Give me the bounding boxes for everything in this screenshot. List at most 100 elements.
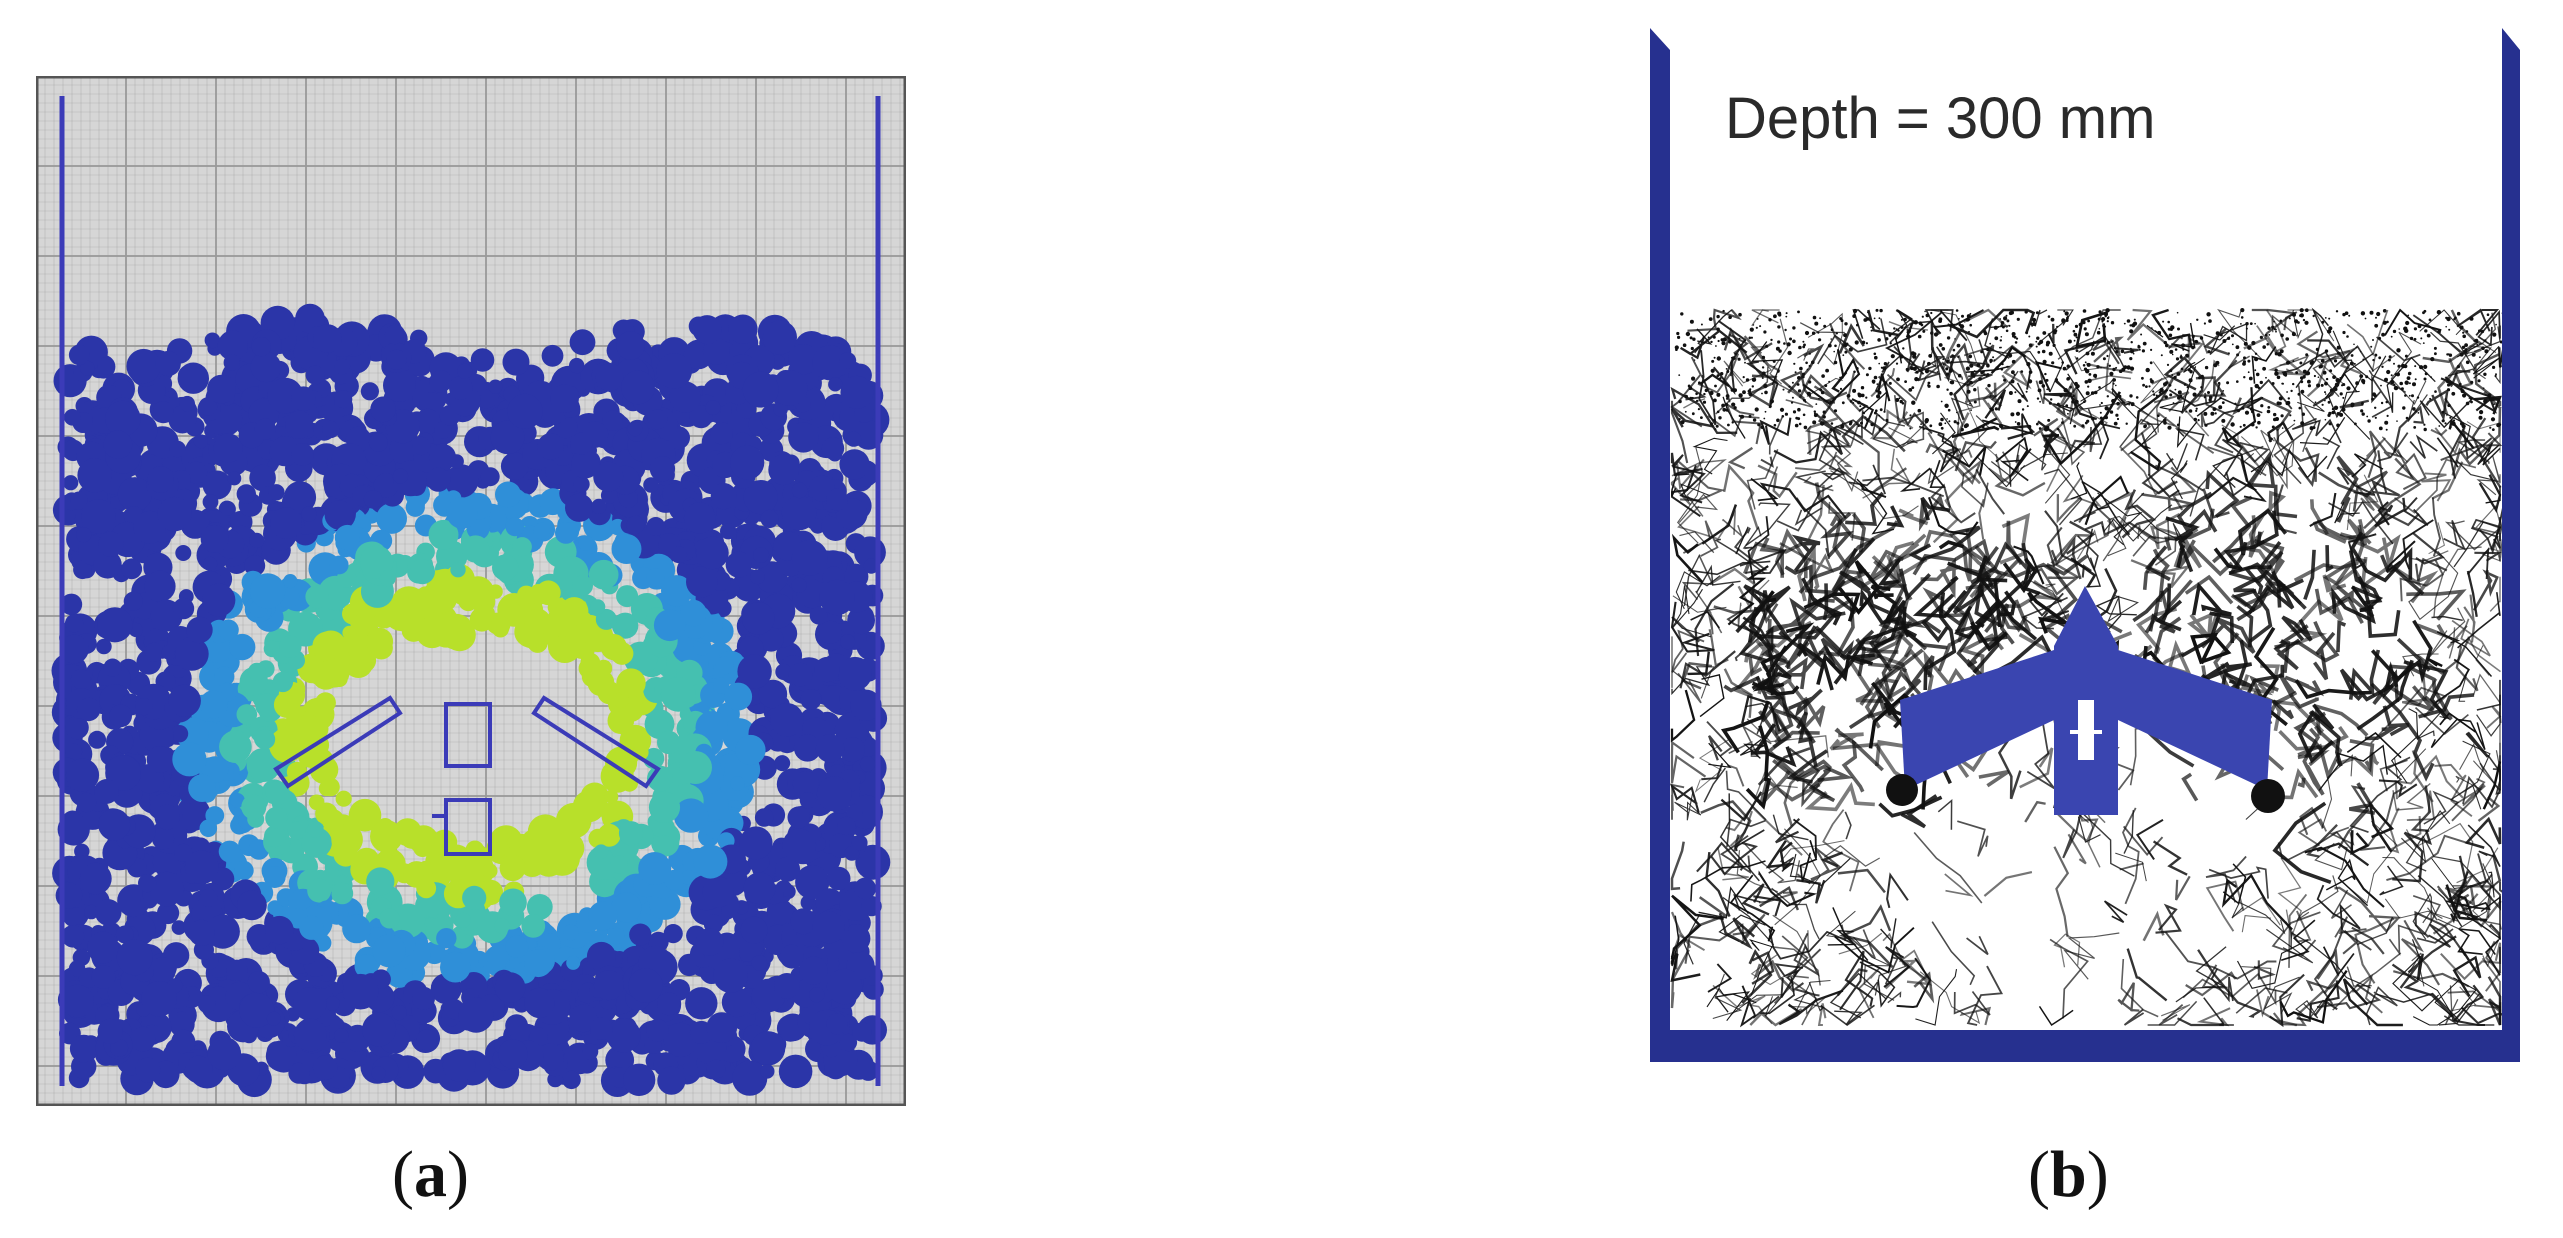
force-chain xyxy=(2236,939,2309,989)
force-chain xyxy=(1768,928,1856,960)
force-chain xyxy=(1708,742,1732,769)
particle xyxy=(458,997,494,1033)
force-chain xyxy=(2230,589,2276,607)
force-chain xyxy=(1893,345,1942,382)
speck xyxy=(2412,382,2416,387)
speck xyxy=(1716,374,1720,377)
speck xyxy=(1968,354,1973,359)
speck xyxy=(2050,317,2055,322)
particle xyxy=(213,433,243,463)
speck xyxy=(2061,421,2064,424)
force-chain xyxy=(1768,856,1795,874)
force-chain xyxy=(1694,738,1730,793)
force-chain xyxy=(2485,854,2506,895)
force-chain xyxy=(2182,359,2220,437)
particle xyxy=(839,737,865,763)
particle xyxy=(758,679,788,709)
particle xyxy=(147,466,174,493)
speck xyxy=(1768,404,1772,408)
force-chain xyxy=(2377,501,2390,526)
force-chain xyxy=(2290,931,2371,989)
speck xyxy=(2337,351,2341,355)
force-chain xyxy=(1881,634,1921,700)
particle xyxy=(616,331,645,360)
speck xyxy=(1927,367,1930,370)
force-chain xyxy=(2322,946,2355,977)
speck xyxy=(2203,411,2208,416)
speck xyxy=(2073,424,2077,428)
force-chain xyxy=(1831,371,1848,393)
speck xyxy=(2036,397,2040,400)
force-chain xyxy=(1829,579,1857,615)
particle xyxy=(283,481,317,514)
speck xyxy=(1917,408,1922,413)
force-chain xyxy=(2121,489,2157,539)
speck xyxy=(1906,334,1911,339)
force-chain xyxy=(2477,442,2501,466)
speck xyxy=(2179,355,2183,359)
particle xyxy=(412,436,431,456)
force-chain xyxy=(2452,947,2482,998)
particle xyxy=(781,495,817,531)
particle xyxy=(312,1055,338,1080)
speck xyxy=(2492,365,2496,369)
speck xyxy=(1707,336,1710,339)
particle xyxy=(73,560,92,580)
force-chain xyxy=(1789,597,1846,631)
particle xyxy=(87,931,119,964)
particle xyxy=(657,1066,686,1095)
particle xyxy=(109,704,132,728)
particle xyxy=(255,693,280,718)
speck xyxy=(1763,383,1768,389)
speck xyxy=(2137,344,2140,348)
force-chain xyxy=(1795,454,1854,472)
speck xyxy=(2071,400,2075,404)
speck xyxy=(2207,350,2211,354)
speck xyxy=(2419,365,2424,370)
speck xyxy=(2285,337,2289,341)
speck xyxy=(1755,326,1758,329)
force-chain xyxy=(2393,405,2425,453)
particle xyxy=(342,914,371,944)
speck xyxy=(2072,347,2075,350)
force-chain xyxy=(1997,724,2022,800)
force-chain xyxy=(1779,542,1834,581)
particle xyxy=(449,376,473,400)
force-chain xyxy=(2401,919,2440,986)
speck xyxy=(2210,411,2215,416)
particle xyxy=(587,669,615,697)
force-chain xyxy=(2485,940,2502,992)
speck xyxy=(2166,363,2170,366)
speck xyxy=(2150,327,2153,330)
speck xyxy=(2037,350,2041,354)
particle xyxy=(392,468,409,484)
speck xyxy=(2149,378,2153,381)
particle xyxy=(595,608,617,630)
speck xyxy=(2063,388,2068,393)
speck xyxy=(2171,353,2174,356)
speck xyxy=(2328,326,2333,331)
speck xyxy=(2129,357,2133,361)
speck xyxy=(1727,423,1730,427)
particle xyxy=(837,816,856,836)
particle xyxy=(720,523,737,540)
particle xyxy=(647,409,668,430)
speck xyxy=(2281,382,2284,385)
speck xyxy=(1928,354,1933,358)
particle xyxy=(812,911,845,944)
speck xyxy=(1797,310,1800,314)
speck xyxy=(2390,374,2393,377)
particle xyxy=(679,751,712,784)
speck xyxy=(1818,338,1822,342)
speck xyxy=(2067,412,2069,415)
particle xyxy=(88,730,107,749)
speck xyxy=(1814,321,1819,326)
particle xyxy=(76,697,101,722)
force-chain xyxy=(2428,522,2446,555)
force-chain xyxy=(2479,499,2506,555)
particle xyxy=(816,776,852,812)
force-chain xyxy=(2165,516,2200,573)
speck xyxy=(1958,317,1960,320)
speck xyxy=(1865,396,1868,399)
speck xyxy=(1905,367,1909,372)
